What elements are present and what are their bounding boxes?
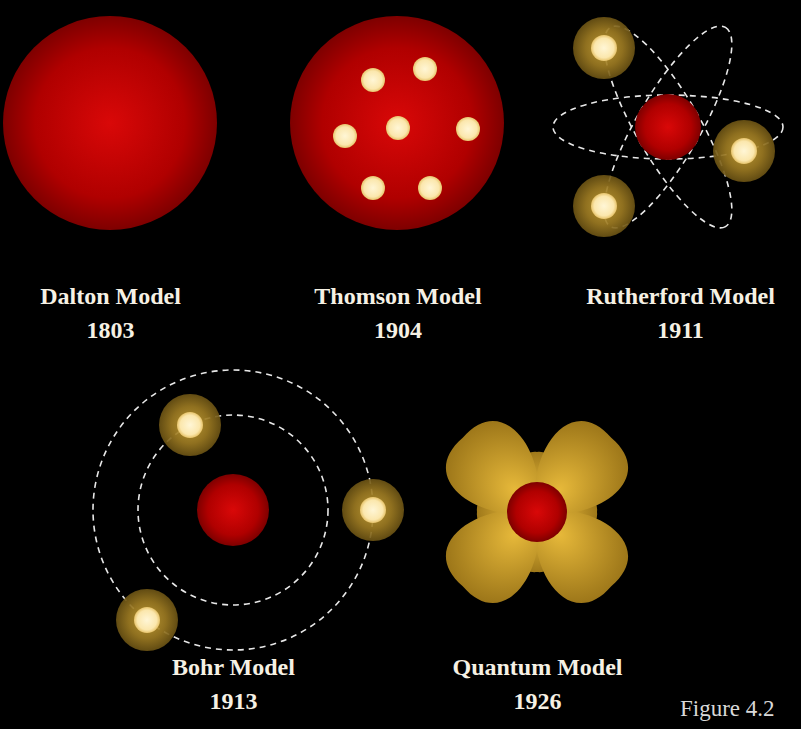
model-name: Quantum Model [446, 650, 629, 684]
dalton-sphere [3, 16, 217, 230]
model-name: Dalton Model [34, 279, 187, 313]
model-name: Bohr Model [166, 650, 301, 684]
model-label: Rutherford Model1911 [580, 279, 781, 347]
model-name: Thomson Model [308, 279, 488, 313]
model-year: 1926 [446, 684, 629, 718]
model-label: Bohr Model1913 [166, 650, 301, 718]
model-name: Rutherford Model [580, 279, 781, 313]
model-year: 1803 [34, 313, 187, 347]
model-year: 1911 [580, 313, 781, 347]
model-label: Dalton Model1803 [34, 279, 187, 347]
model-label: Quantum Model1926 [446, 650, 629, 718]
quantum-atom [433, 408, 642, 617]
model-label: Thomson Model1904 [308, 279, 488, 347]
rutherford-atom [553, 11, 783, 242]
model-year: 1904 [308, 313, 488, 347]
model-year: 1913 [166, 684, 301, 718]
figure-caption: Figure 4.2 [680, 694, 775, 724]
thomson-atom [290, 16, 504, 230]
bohr-atom [93, 370, 404, 651]
